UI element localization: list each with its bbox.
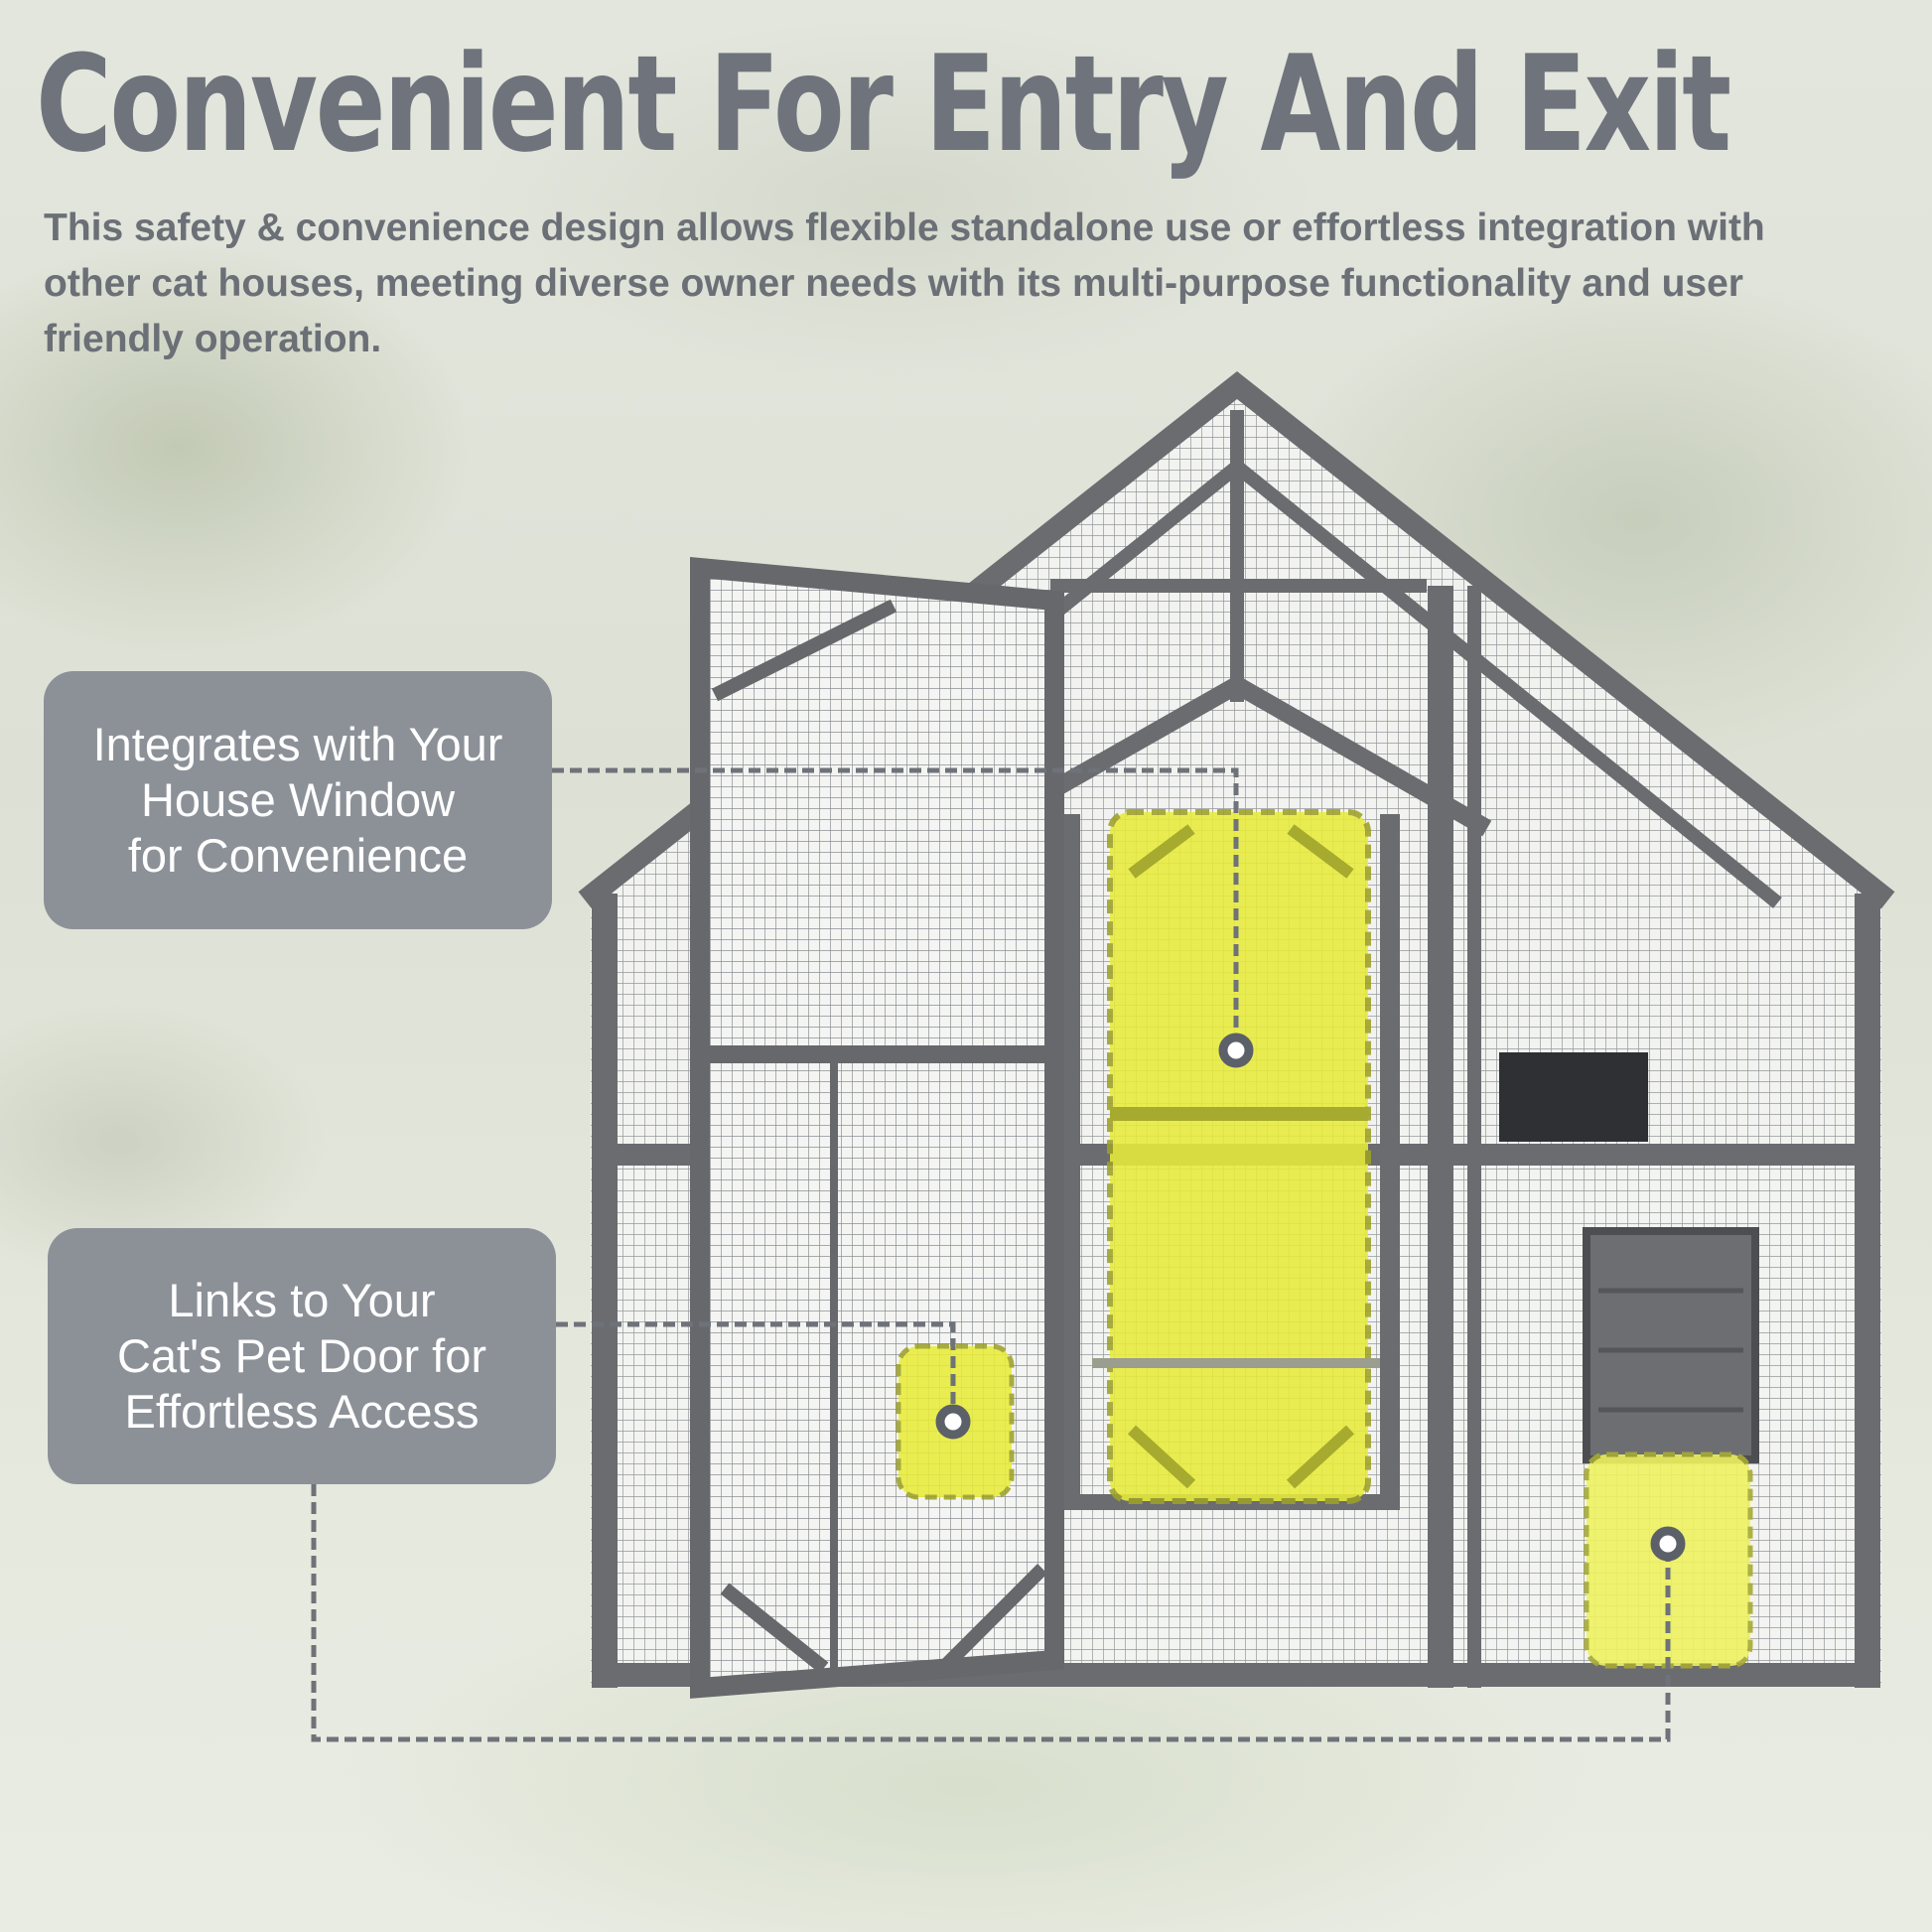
left-pet-door-marker-dot — [935, 1404, 971, 1440]
window-marker-dot — [1218, 1033, 1254, 1068]
callout-2-line-1: Links to Your — [168, 1274, 436, 1326]
headline: Convenient For Entry And Exit — [36, 27, 1731, 182]
open-door — [690, 557, 1064, 1699]
callout-1-line-2: House Window — [140, 773, 456, 826]
inner-shelter — [1499, 1052, 1759, 1463]
connector-dots — [935, 1033, 1686, 1562]
callout-1-line-1: Integrates with Your — [92, 718, 503, 770]
callout-1-line-3: for Convenience — [127, 829, 469, 882]
window-highlight — [1092, 809, 1380, 1504]
description: This safety & convenience design allows … — [44, 207, 1765, 360]
right-pet-door-marker-dot — [1650, 1526, 1686, 1562]
callout-window-integration: Integrates with Your House Window for Co… — [44, 671, 552, 929]
callout-2-line-2: Cat's Pet Door for — [116, 1329, 487, 1382]
connector-lines — [311, 767, 1671, 1742]
callout-pet-door-link: Links to Your Cat's Pet Door for Effortl… — [48, 1228, 556, 1484]
callout-2-line-3: Effortless Access — [124, 1385, 480, 1438]
